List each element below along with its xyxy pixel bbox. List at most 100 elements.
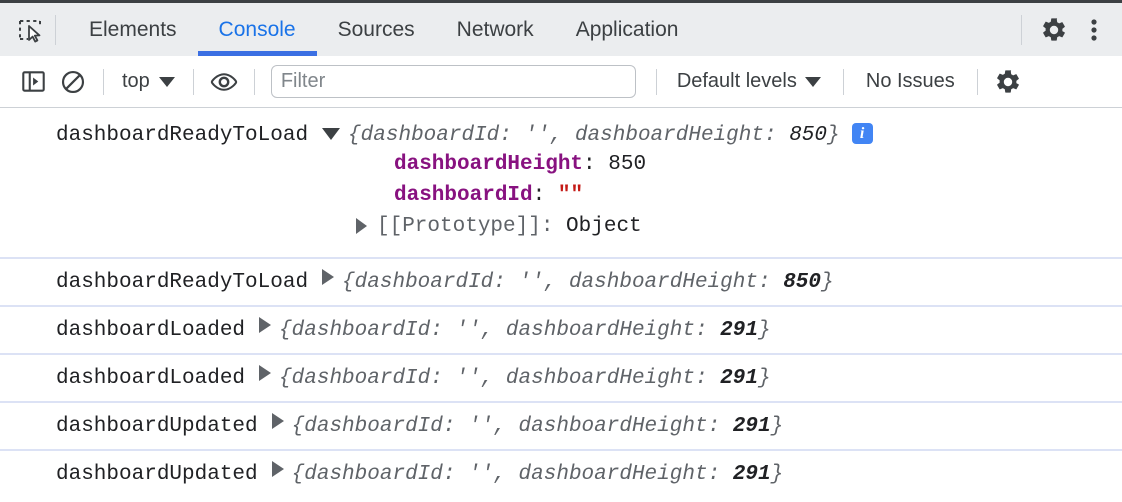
preview-open-brace: { <box>348 123 361 147</box>
tab-console[interactable]: Console <box>197 3 317 56</box>
gear-icon <box>994 68 1022 96</box>
console-message[interactable]: dashboardUpdated {dashboardId: '', dashb… <box>0 449 1122 497</box>
toolbar-divider-1 <box>103 68 104 95</box>
preview-close-brace: } <box>757 318 771 342</box>
object-prototype-row[interactable]: [[Prototype]]: Object <box>56 211 1122 242</box>
tab-sources[interactable]: Sources <box>317 3 436 56</box>
preview-sep-2: : <box>707 462 733 486</box>
filter-input[interactable] <box>270 65 636 98</box>
tab-elements[interactable]: Elements <box>68 3 198 56</box>
preview-value-2: 850 <box>783 270 821 294</box>
preview-sep-1: : <box>430 366 456 390</box>
preview-close-brace: } <box>821 270 834 294</box>
preview-sep-1: : <box>430 318 456 342</box>
console-sidebar-toggle-button[interactable] <box>13 62 53 102</box>
console-message-header[interactable]: dashboardReadyToLoad {dashboardId: '', d… <box>56 123 1122 147</box>
preview-sep-1: : <box>493 270 519 294</box>
property-name: dashboardId <box>394 183 533 207</box>
preview-key-1: dashboardId <box>291 366 431 390</box>
preview-open-brace: { <box>291 462 305 486</box>
console-message[interactable]: dashboardLoaded {dashboardId: '', dashbo… <box>0 305 1122 353</box>
object-property-row[interactable]: dashboardHeight: 850 <box>56 149 1122 180</box>
expand-toggle-icon[interactable] <box>356 218 367 234</box>
preview-value-2: 291 <box>732 462 771 486</box>
preview-comma: , <box>549 123 575 147</box>
live-expression-button[interactable] <box>204 62 244 102</box>
toolbar-divider-4 <box>655 68 657 95</box>
tabbar-divider-right <box>1021 14 1022 45</box>
property-value: 850 <box>608 152 647 176</box>
console-message[interactable]: dashboardLoaded {dashboardId: '', dashbo… <box>0 353 1122 401</box>
property-colon: : <box>583 152 609 176</box>
preview-key-1: dashboardId <box>304 462 443 486</box>
console-message[interactable]: dashboardReadyToLoad {dashboardId: '', d… <box>0 257 1122 305</box>
clear-console-icon <box>60 69 86 95</box>
prototype-value: Object <box>566 214 642 238</box>
object-preview: {dashboardId: '', dashboardHeight: 291} <box>279 367 771 390</box>
info-badge[interactable]: i <box>851 123 873 144</box>
expand-toggle-icon[interactable] <box>259 364 272 381</box>
console-message-label: dashboardUpdated <box>56 462 258 486</box>
toolbar-divider-3 <box>253 68 255 95</box>
tab-sources-label: Sources <box>337 17 415 41</box>
tabbar-divider-left <box>55 14 56 45</box>
preview-close-brace: } <box>770 414 784 438</box>
console-message-header[interactable]: dashboardReadyToLoad {dashboardId: '', d… <box>56 268 1122 294</box>
object-preview: {dashboardId: '', dashboardHeight: 291} <box>292 463 784 486</box>
preview-value-1: '' <box>468 414 494 438</box>
console-message-list[interactable]: dashboardReadyToLoad {dashboardId: '', d… <box>0 108 1122 501</box>
console-message-expanded[interactable]: dashboardReadyToLoad {dashboardId: '', d… <box>0 108 1122 257</box>
expand-toggle-icon[interactable] <box>271 412 284 429</box>
object-property-row[interactable]: dashboardId: "" <box>56 180 1122 211</box>
preview-sep-2: : <box>763 123 790 147</box>
preview-key-1: dashboardId <box>291 318 431 342</box>
tab-network-label: Network <box>456 17 534 41</box>
object-preview: {dashboardId: '', dashboardHeight: 850} <box>348 124 840 147</box>
preview-key-2: dashboardHeight <box>505 318 695 342</box>
preview-sep-2: : <box>694 318 721 342</box>
preview-sep-2: : <box>694 366 721 390</box>
preview-comma: , <box>543 270 569 294</box>
expand-toggle-icon[interactable] <box>259 316 272 333</box>
console-message-header[interactable]: dashboardLoaded {dashboardId: '', dashbo… <box>56 316 1122 342</box>
expand-toggle-icon[interactable] <box>322 127 341 140</box>
property-colon: : <box>532 183 558 207</box>
inspect-element-button[interactable] <box>11 10 51 50</box>
devtools-settings-button[interactable] <box>1034 10 1074 50</box>
log-levels-label: Default levels <box>676 70 797 92</box>
tabbar-actions <box>1021 3 1122 56</box>
preview-key-1: dashboardId <box>354 270 494 294</box>
preview-value-1: '' <box>518 270 544 294</box>
tab-console-label: Console <box>218 17 296 41</box>
preview-key-2: dashboardHeight <box>518 462 708 486</box>
devtools-more-options-button[interactable] <box>1074 10 1114 50</box>
panel-tabs: Elements Console Sources Network Applica… <box>68 3 699 56</box>
console-message[interactable]: dashboardUpdated {dashboardId: '', dashb… <box>0 401 1122 449</box>
tab-application[interactable]: Application <box>555 3 700 56</box>
preview-value-1: '' <box>524 123 550 147</box>
console-toolbar: top Default levels No Issues <box>0 56 1122 108</box>
preview-value-2: 291 <box>732 414 771 438</box>
preview-close-brace: } <box>827 123 840 147</box>
console-settings-button[interactable] <box>988 62 1028 102</box>
tab-network[interactable]: Network <box>436 3 555 56</box>
property-name: dashboardHeight <box>394 152 584 176</box>
preview-open-brace: { <box>291 414 305 438</box>
console-message-header[interactable]: dashboardUpdated {dashboardId: '', dashb… <box>56 412 1122 438</box>
preview-sep-1: : <box>442 462 469 486</box>
execution-context-selector[interactable]: top <box>114 65 183 99</box>
preview-key-1: dashboardId <box>304 414 443 438</box>
eye-icon <box>209 69 239 95</box>
expand-toggle-icon[interactable] <box>271 460 284 477</box>
console-message-header[interactable]: dashboardUpdated {dashboardId: '', dashb… <box>56 460 1122 486</box>
clear-console-button[interactable] <box>53 62 93 102</box>
expand-toggle-icon[interactable] <box>322 268 335 285</box>
issues-button[interactable]: No Issues <box>854 65 967 99</box>
console-sidebar-icon <box>21 69 46 94</box>
log-levels-selector[interactable]: Default levels <box>667 65 831 99</box>
console-message-header[interactable]: dashboardLoaded {dashboardId: '', dashbo… <box>56 364 1122 390</box>
preview-sep-2: : <box>707 414 733 438</box>
preview-open-brace: { <box>279 366 292 390</box>
preview-sep-2: : <box>757 270 784 294</box>
